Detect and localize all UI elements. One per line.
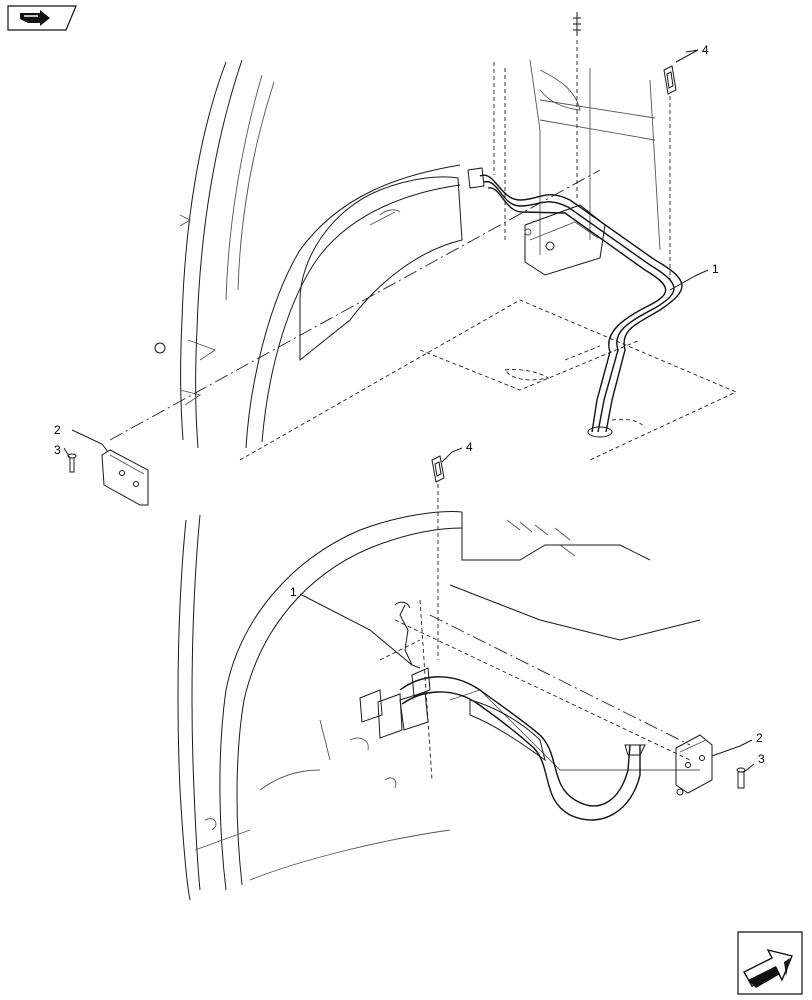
screw-top — [67, 453, 77, 473]
bottom-view — [177, 455, 746, 901]
next-button[interactable] — [737, 931, 803, 995]
return-arrow-icon — [20, 10, 50, 26]
cable-tie-bottom — [431, 455, 445, 660]
top-view — [67, 12, 738, 506]
back-button[interactable] — [7, 5, 77, 31]
next-arrow-icon — [743, 948, 793, 988]
callout-label: 3 — [758, 752, 765, 766]
callout-label: 2 — [756, 731, 763, 745]
screw-bottom — [736, 767, 746, 789]
callout-label: 4 — [466, 440, 473, 454]
callout-label: 1 — [712, 262, 719, 276]
wiring-harness-bottom — [359, 601, 646, 821]
callout-label: 1 — [290, 585, 297, 599]
callout-label: 2 — [54, 423, 61, 437]
bracket-top — [101, 449, 149, 506]
wiring-harness-top — [467, 167, 683, 438]
callouts-bottom: 1 2 3 4 — [290, 440, 765, 773]
cable-tie-top — [663, 65, 677, 280]
callout-label: 4 — [702, 43, 709, 57]
callouts-top: 1 2 3 4 — [54, 43, 719, 459]
callout-label: 3 — [54, 443, 61, 457]
bracket-bottom — [675, 734, 713, 796]
